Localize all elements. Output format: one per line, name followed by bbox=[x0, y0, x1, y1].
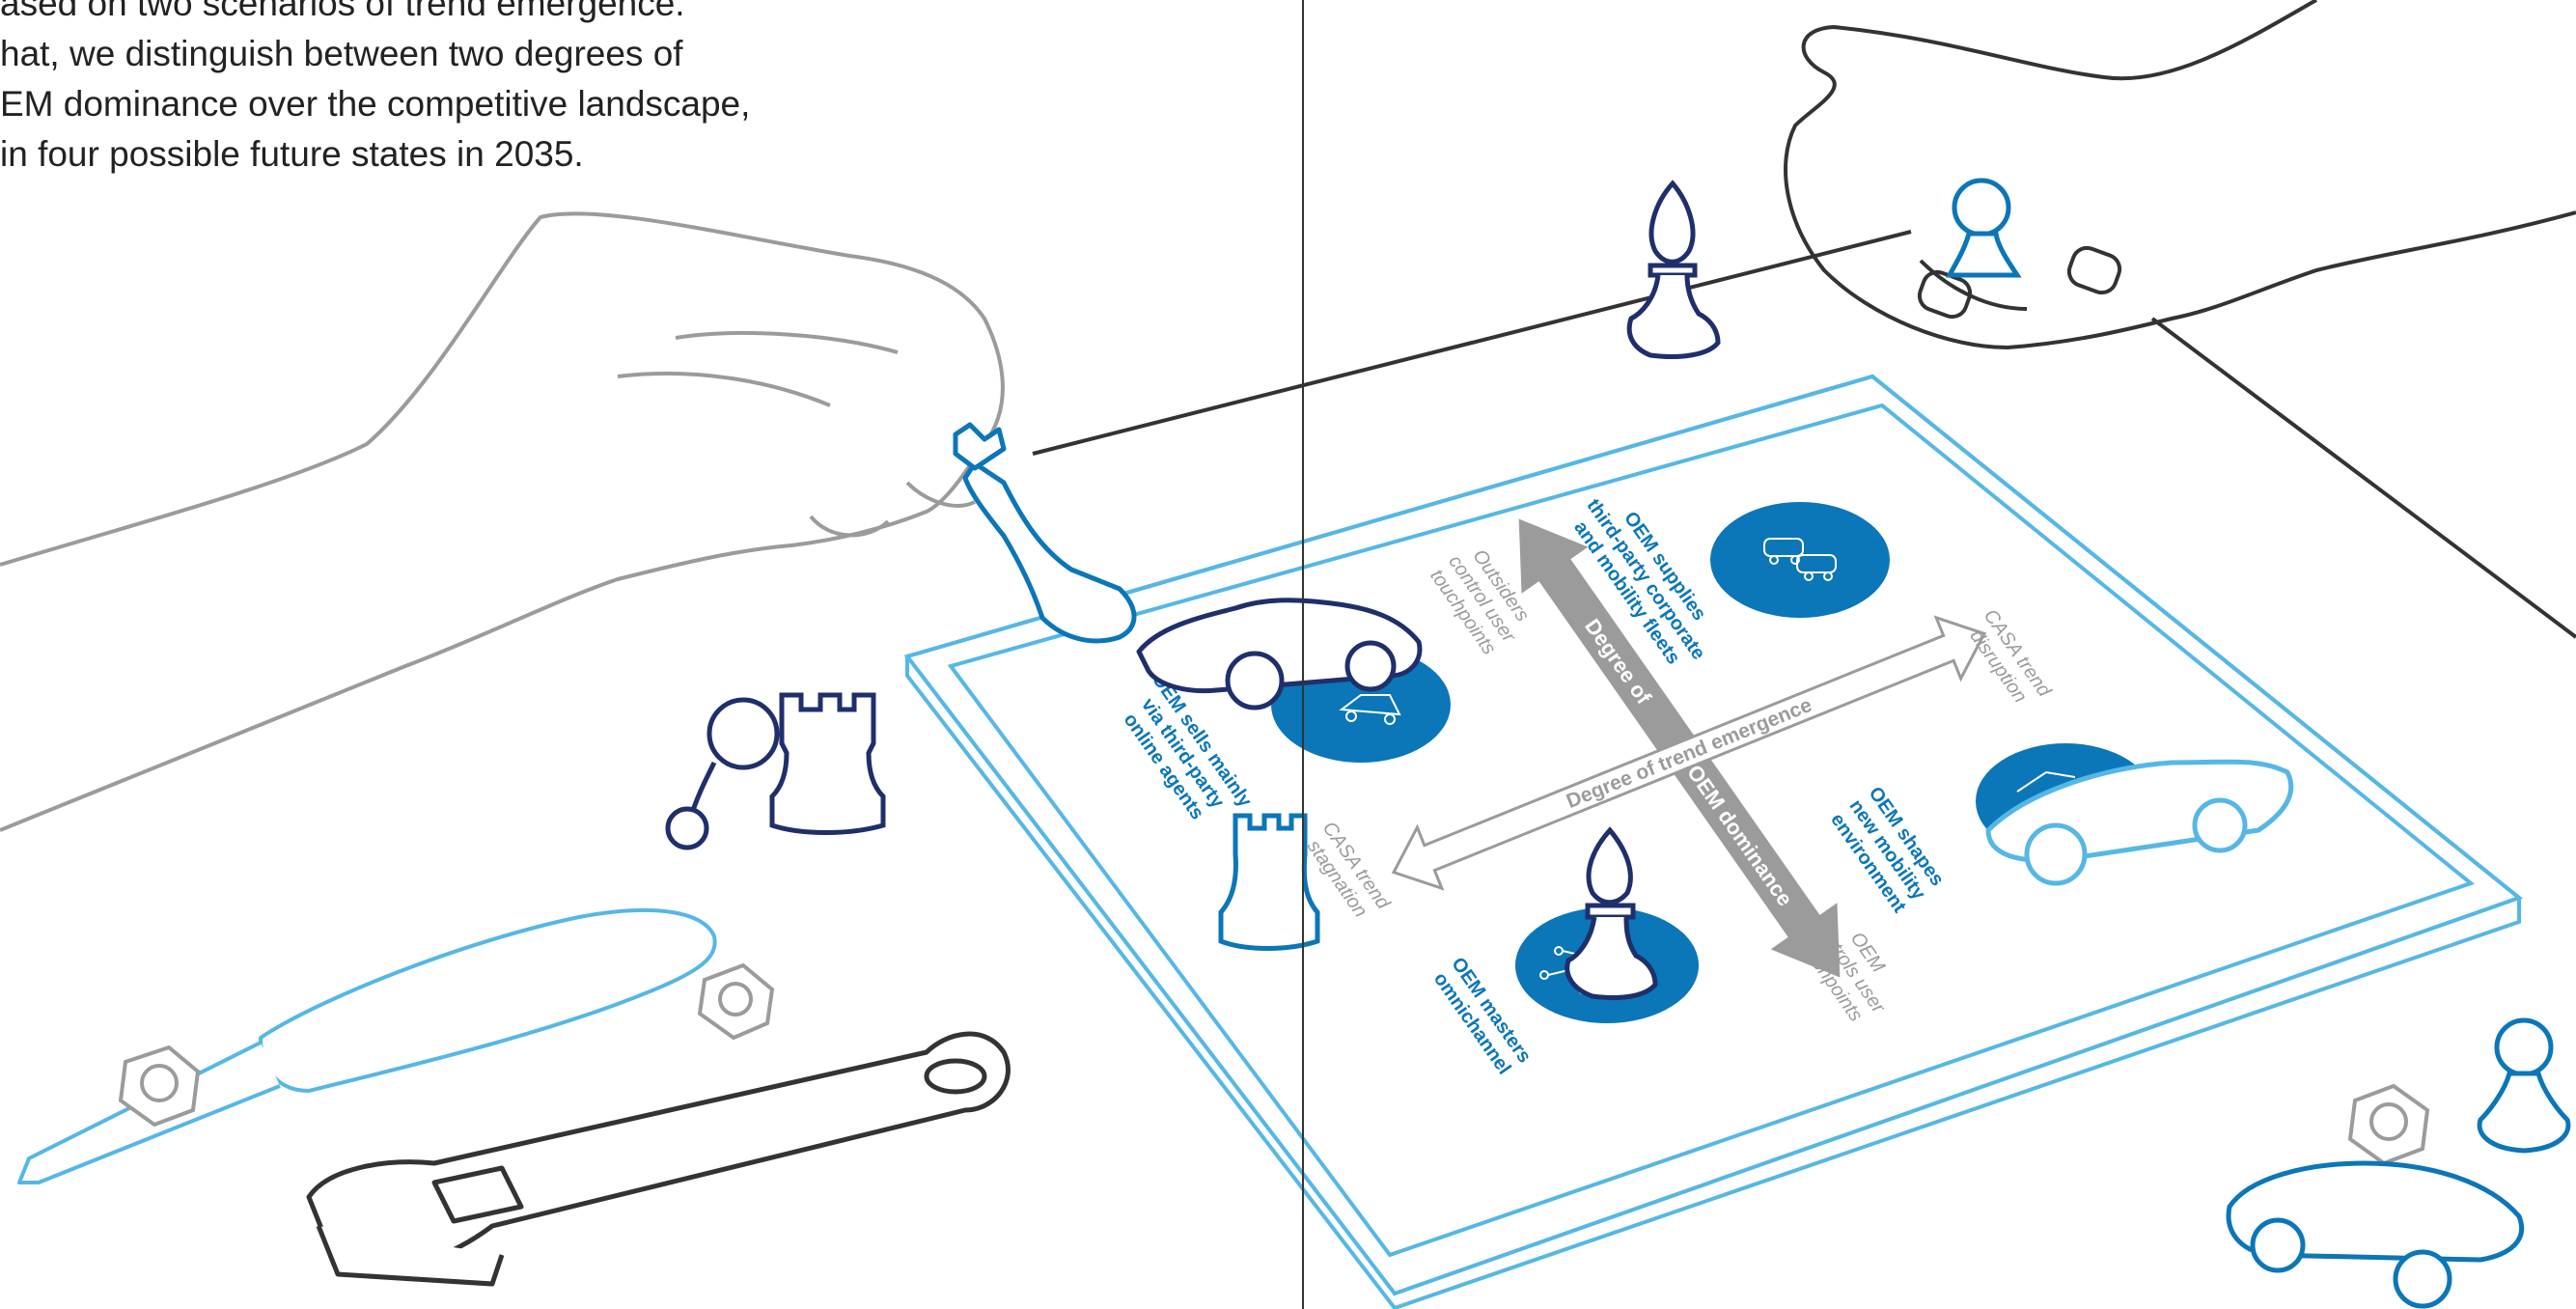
rook-piece-icon bbox=[769, 692, 886, 835]
game-board bbox=[903, 374, 2524, 1309]
queen-piece-icon bbox=[953, 422, 1137, 644]
bishop-board-icon bbox=[1565, 826, 1658, 1000]
intro-line-4: in four possible future states in 2035. bbox=[0, 134, 584, 174]
car-icon-right bbox=[1985, 759, 2294, 886]
hand-left-icon bbox=[0, 211, 1005, 832]
pawn-bottom-right-icon bbox=[2477, 1017, 2571, 1154]
table-edge-line bbox=[1032, 230, 1912, 456]
pawn-piece-icon bbox=[665, 697, 780, 850]
bishop-piece-icon bbox=[1626, 180, 1721, 359]
table-edge-line-right bbox=[2150, 317, 2576, 639]
wrench-icon bbox=[306, 1031, 1011, 1287]
nut-icon-2 bbox=[697, 962, 775, 1041]
rook-board-icon bbox=[1218, 813, 1320, 951]
car-icon bbox=[1136, 598, 1423, 710]
intro-line-3: EM dominance over the competitive landsc… bbox=[0, 84, 751, 124]
car-bottom-right-icon bbox=[2226, 1160, 2525, 1309]
fleet-icon bbox=[1763, 538, 1837, 581]
intro-line-2: hat, we distinguish between two degrees … bbox=[0, 34, 683, 73]
page-divider bbox=[1302, 0, 1304, 1309]
nut-icon bbox=[118, 1044, 201, 1128]
intro-text: ased on two scenarios of trend emergence… bbox=[0, 0, 772, 180]
nut-icon-3 bbox=[2347, 1083, 2430, 1166]
hand-right-icon bbox=[1784, 0, 2576, 349]
pawn-in-hand-icon bbox=[1945, 178, 2022, 278]
intro-line-1: ased on two scenarios of trend emergence… bbox=[0, 0, 685, 23]
online-car-icon bbox=[1339, 694, 1401, 725]
